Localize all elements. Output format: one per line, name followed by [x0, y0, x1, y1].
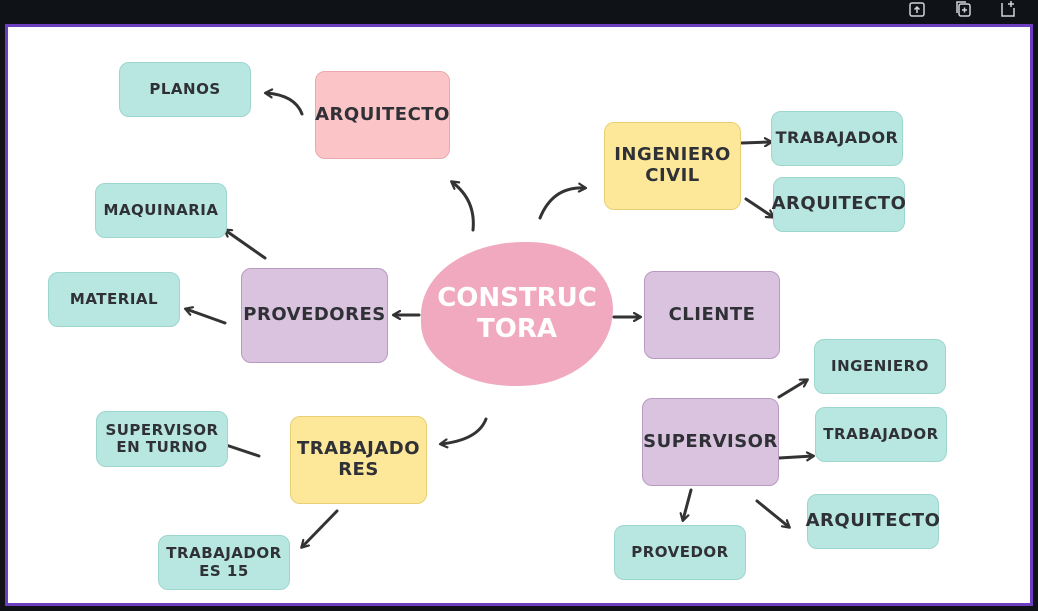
node-provedores: PROVEDORES — [241, 268, 388, 363]
node-arquitecto-sup: ARQUITECTO — [806, 494, 940, 549]
node-trabajadores-15: TRABAJADOR ES 15 — [158, 535, 290, 590]
node-cliente: CLIENTE — [644, 271, 780, 359]
upload-icon[interactable] — [908, 0, 926, 18]
node-supervisor-turno: SUPERVISOR EN TURNO — [96, 411, 228, 467]
node-trabajadores: TRABAJADO RES — [290, 416, 427, 504]
node-provedor-sup: PROVEDOR — [614, 525, 746, 580]
central-node-constructora: CONSTRUC TORA — [421, 242, 613, 386]
node-arquitecto-main: ARQUITECTO — [315, 71, 450, 159]
node-trabajador-ic: TRABAJADOR — [771, 111, 903, 166]
add-page-icon[interactable] — [999, 0, 1017, 18]
node-planos: PLANOS — [119, 62, 251, 117]
node-supervisor: SUPERVISOR — [642, 398, 779, 486]
node-maquinaria: MAQUINARIA — [95, 183, 227, 238]
node-material: MATERIAL — [48, 272, 180, 327]
node-trabajador-sup: TRABAJADOR — [815, 407, 947, 462]
node-ingeniero-sup: INGENIERO — [814, 339, 946, 394]
duplicate-icon[interactable] — [954, 0, 972, 18]
node-ingeniero-civil: INGENIERO CIVIL — [604, 122, 741, 210]
top-toolbar — [0, 0, 1038, 24]
node-arquitecto-ic: ARQUITECTO — [772, 177, 906, 232]
